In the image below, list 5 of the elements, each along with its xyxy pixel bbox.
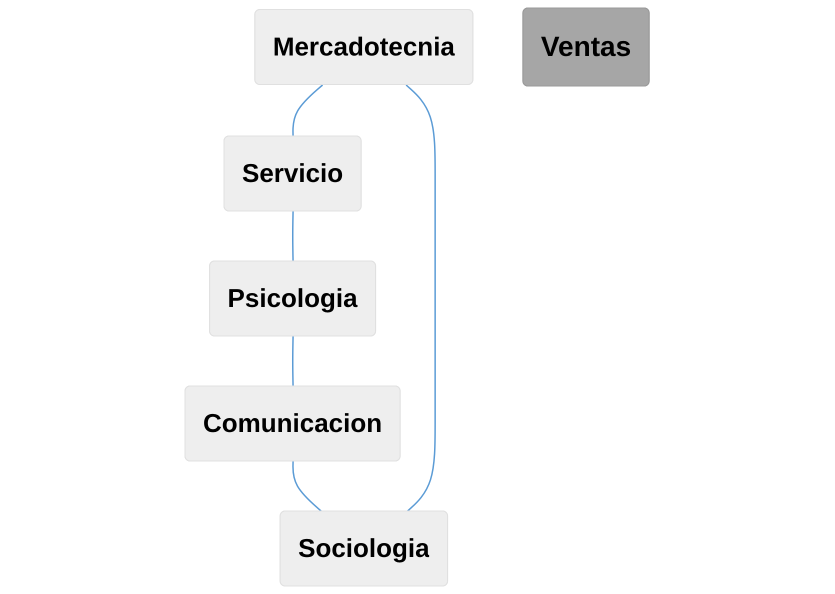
connector	[292, 84, 324, 137]
connector	[292, 336, 294, 386]
connector	[406, 84, 436, 512]
connector	[292, 461, 322, 512]
connector	[292, 211, 294, 262]
